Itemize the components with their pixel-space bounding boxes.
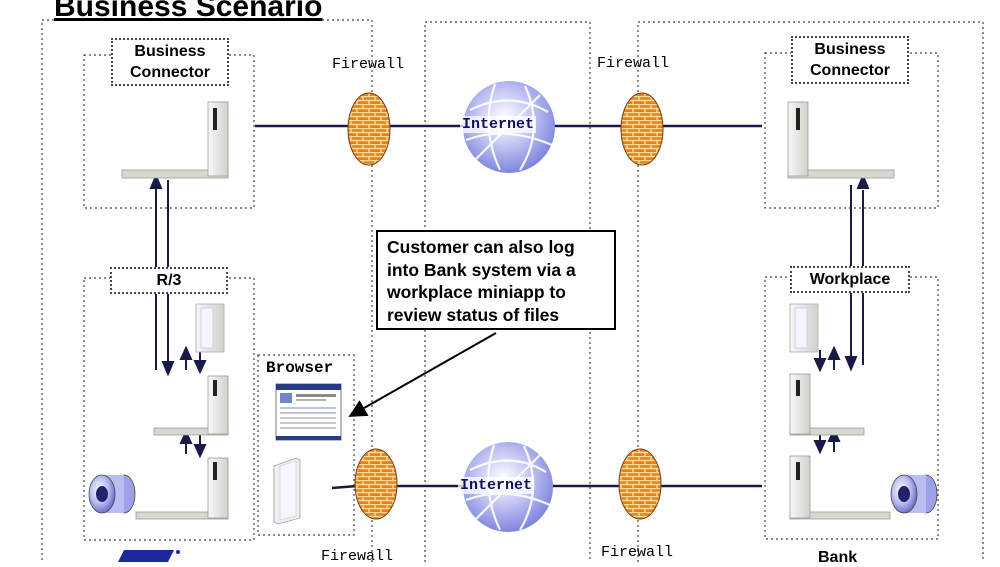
label-business-connector-left: Business Connector (111, 38, 229, 86)
bank-zone (637, 21, 984, 562)
browser-window-icon (275, 383, 342, 441)
callout-arrow (348, 332, 497, 417)
logo-mark (118, 550, 180, 562)
internet-top-label: Internet (460, 116, 537, 133)
disk-left (88, 474, 136, 514)
firewall-top-left-shape (347, 92, 391, 166)
server-bc-right (787, 101, 895, 179)
callout-box: Customer can also log into Bank system v… (376, 230, 616, 330)
label-r3: R/3 (110, 267, 228, 294)
firewall-top-left-label: Firewall (332, 56, 405, 73)
server-r3-3 (135, 457, 229, 520)
firewall-bottom-left-label: Firewall (321, 548, 394, 565)
label-browser: Browser (266, 359, 334, 377)
label-workplace: Workplace (790, 266, 910, 293)
customer-zone (41, 19, 373, 562)
firewall-bottom-left-shape (354, 448, 398, 520)
server-wp-1 (789, 303, 819, 353)
firewall-icons (347, 92, 664, 520)
label-business-connector-right: Business Connector (791, 36, 909, 84)
firewall-bottom-right-label: Firewall (601, 544, 674, 561)
arrows-right (813, 173, 870, 455)
bank-label: Bank (818, 549, 858, 566)
server-wp-2 (789, 373, 865, 436)
firewall-bottom-right-shape (618, 448, 662, 520)
disk-right (890, 474, 938, 514)
browser-pc-icon (273, 457, 301, 525)
server-wp-3 (789, 455, 891, 520)
firewall-top-right-label: Firewall (597, 55, 670, 72)
firewall-top-right-shape (620, 92, 664, 166)
browser-box (257, 354, 355, 536)
server-r3-1 (195, 303, 225, 353)
internet-bottom-label: Internet (458, 477, 535, 494)
server-bc-left (121, 101, 229, 179)
page-title: Business Scenario (54, 0, 323, 23)
server-r3-2 (153, 375, 229, 436)
